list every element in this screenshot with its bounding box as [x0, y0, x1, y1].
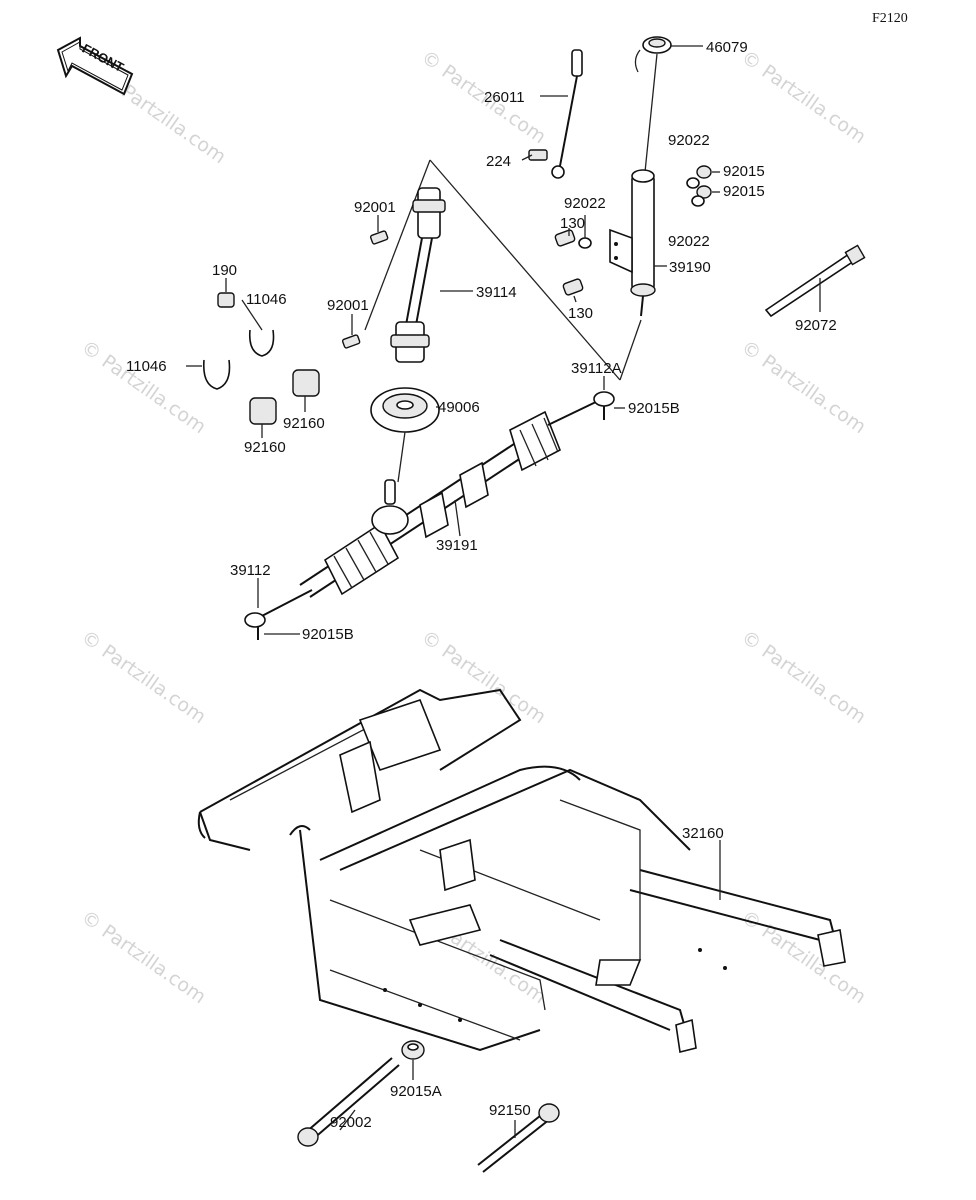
- part-label: 26011: [484, 89, 525, 106]
- part-label: 92015B: [302, 626, 354, 643]
- watermark: © Partzilla.com: [77, 336, 210, 438]
- bolt-92150: [477, 1103, 560, 1173]
- part-label: 32160: [682, 825, 724, 842]
- part-label: 92022: [668, 132, 710, 149]
- part-label: 11046: [246, 291, 287, 308]
- part-label: 190: [212, 262, 237, 279]
- part-label: 92160: [244, 439, 286, 456]
- part-labels: 46079 26011 224 92022 92015 92015 92022 …: [126, 39, 837, 1131]
- tie-rod-ends: [244, 391, 615, 640]
- frame-32160: [197, 688, 846, 1053]
- part-label: 46079: [706, 39, 748, 56]
- watermark: © Partzilla.com: [737, 46, 870, 148]
- shaft-39114: [341, 187, 446, 363]
- boot-49006: [370, 387, 440, 483]
- part-label: 92022: [564, 195, 606, 212]
- bolt-92002: [297, 1057, 400, 1147]
- steering-column-39190: [609, 36, 672, 317]
- rod-26011: [528, 49, 583, 179]
- watermark: © Partzilla.com: [737, 906, 870, 1008]
- part-label: 130: [560, 215, 585, 232]
- part-label: 92015: [723, 163, 765, 180]
- part-label: 92015: [723, 183, 765, 200]
- part-label: 92001: [327, 297, 369, 314]
- part-label: 39114: [476, 284, 517, 301]
- leader-lines: [186, 45, 821, 1138]
- part-label: 11046: [126, 358, 167, 375]
- part-label: 92072: [795, 317, 837, 334]
- part-label: 224: [486, 153, 511, 170]
- part-label: 39190: [669, 259, 711, 276]
- steering-rack-39191: [299, 410, 562, 598]
- cable-tie-92072: [764, 244, 866, 318]
- column-hardware: [554, 165, 712, 296]
- watermark: © Partzilla.com: [737, 626, 870, 728]
- part-label: 130: [568, 305, 593, 322]
- clamps-bushings: [202, 292, 320, 425]
- part-label: 39112: [230, 562, 271, 579]
- part-label: 92015A: [390, 1083, 442, 1100]
- part-label: 92001: [354, 199, 396, 216]
- watermark: © Partzilla.com: [77, 906, 210, 1008]
- part-label: 39112A: [571, 360, 622, 377]
- part-label: 49006: [438, 399, 480, 416]
- part-label: 92160: [283, 415, 325, 432]
- part-label: 39191: [436, 537, 478, 554]
- watermark: © Partzilla.com: [77, 626, 210, 728]
- front-arrow-icon: FRONT: [56, 36, 134, 96]
- watermark: © Partzilla.com: [417, 626, 550, 728]
- part-label: 92022: [668, 233, 710, 250]
- part-label: 92015B: [628, 400, 680, 417]
- part-label: 92150: [489, 1102, 531, 1119]
- part-label: 92002: [330, 1114, 372, 1131]
- watermark: © Partzilla.com: [737, 336, 870, 438]
- diagram-code: F2120: [872, 11, 908, 26]
- nut-92015A: [401, 1040, 425, 1060]
